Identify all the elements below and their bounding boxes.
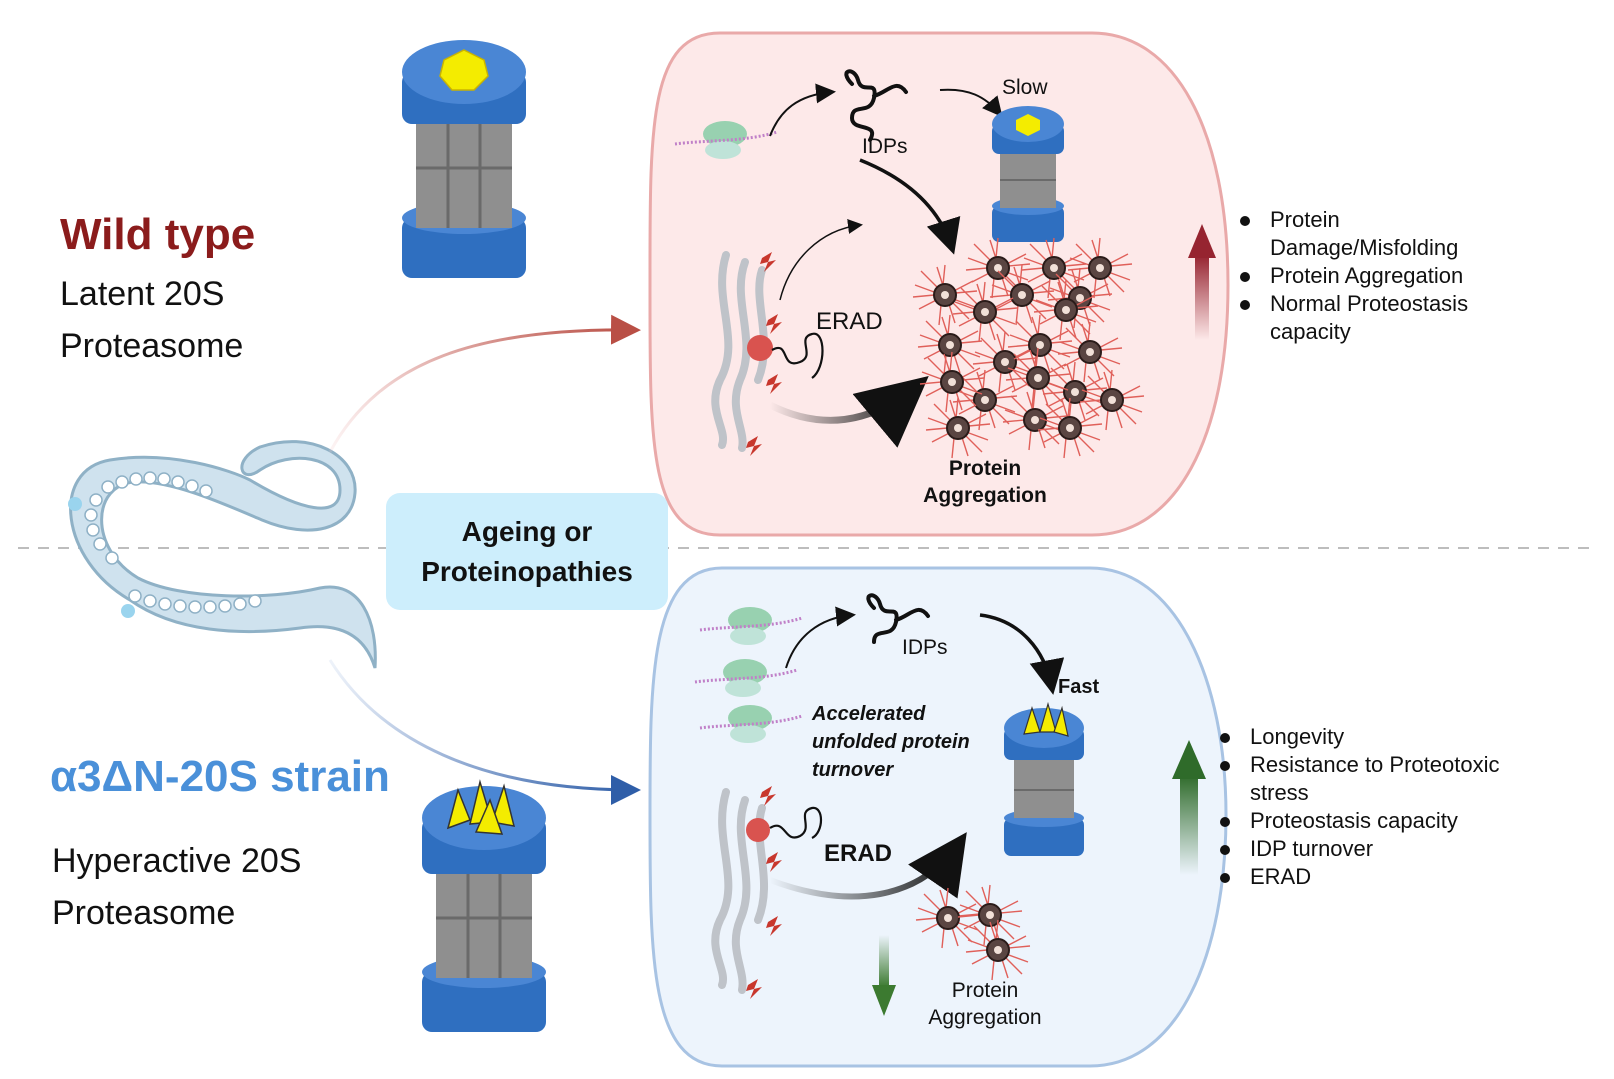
decrease-arrow-shaft <box>879 935 889 987</box>
arrow-idps-to-proteasome <box>939 88 1003 118</box>
wild-type-line2: Proteasome <box>60 327 244 365</box>
accelerated-line3: turnover <box>812 759 894 781</box>
arrow-idps-to-aggregation <box>859 158 961 255</box>
mutant-line1: Hyperactive 20S <box>52 842 302 880</box>
accelerated-turnover-label: Accelerated unfolded protein turnover <box>812 700 970 784</box>
mutant-line2: Proteasome <box>52 894 236 932</box>
bottom-aggregation-line1: Protein <box>951 979 1019 1002</box>
worm-icon <box>68 440 377 669</box>
arrow-ribosome-to-idps <box>769 83 836 137</box>
top-aggregation-label: Protein Aggregation <box>900 455 1070 509</box>
arrow-erad-to-proteasome <box>768 832 967 900</box>
bottom-effect-item: Longevity <box>1216 723 1576 751</box>
fast-label: Fast <box>1058 676 1100 698</box>
mutant-arrow <box>328 659 641 805</box>
bottom-erad-label: ERAD <box>824 840 893 867</box>
arrow-idps-to-fast <box>979 613 1065 695</box>
condition-box: Ageing or Proteinopathies <box>386 493 668 610</box>
er-membrane-icon <box>711 251 769 452</box>
top-aggregation-line1: Protein <box>948 457 1022 480</box>
bottom-effect-item: IDP turnover <box>1216 835 1576 863</box>
top-idps-label: IDPs <box>862 135 908 158</box>
arrow-ribosomes-to-idps <box>785 606 856 669</box>
bottom-effect-item: Proteostasis capacity <box>1216 807 1576 835</box>
top-effect-item: Protein Aggregation <box>1236 262 1576 290</box>
proteasome-small-hyperactive-icon <box>1004 701 1084 856</box>
bottom-effect-item: ERAD <box>1216 863 1576 891</box>
wild-type-line1: Latent 20S <box>60 275 225 313</box>
idp-icon <box>844 69 908 142</box>
top-cell <box>648 31 1230 537</box>
decrease-arrow-icon <box>872 985 896 1016</box>
mutant-title: α3ΔN-20S strain <box>50 752 390 801</box>
bottom-aggregation-label: Protein Aggregation <box>900 977 1070 1031</box>
top-aggregation-line2: Aggregation <box>923 484 1047 507</box>
slow-label: Slow <box>1002 76 1048 99</box>
top-erad-label: ERAD <box>816 308 883 335</box>
accelerated-line2: unfolded protein <box>812 731 970 753</box>
proteasome-20s-latent-icon <box>402 40 526 278</box>
bottom-idps-label: IDPs <box>902 636 948 659</box>
increase-arrow-green-shaft <box>1180 775 1198 875</box>
condition-line1: Ageing or <box>461 515 593 547</box>
proteasome-20s-hyperactive-icon <box>422 779 546 1032</box>
arrow-erad-to-aggregation <box>768 376 929 448</box>
condition-line2: Proteinopathies <box>421 555 633 587</box>
wild-type-arrow <box>328 314 641 453</box>
wild-type-title: Wild type <box>60 210 256 259</box>
accelerated-line1: Accelerated <box>812 703 926 725</box>
increase-arrow-red-shaft <box>1195 255 1209 340</box>
bottom-aggregation-line2: Aggregation <box>928 1006 1042 1029</box>
arrow-erad-up <box>779 219 863 301</box>
bottom-cell <box>648 566 1228 1068</box>
increase-arrow-red-icon <box>1188 224 1216 258</box>
proteasome-small-latent-icon <box>992 106 1064 242</box>
increase-arrow-green-icon <box>1172 740 1206 779</box>
